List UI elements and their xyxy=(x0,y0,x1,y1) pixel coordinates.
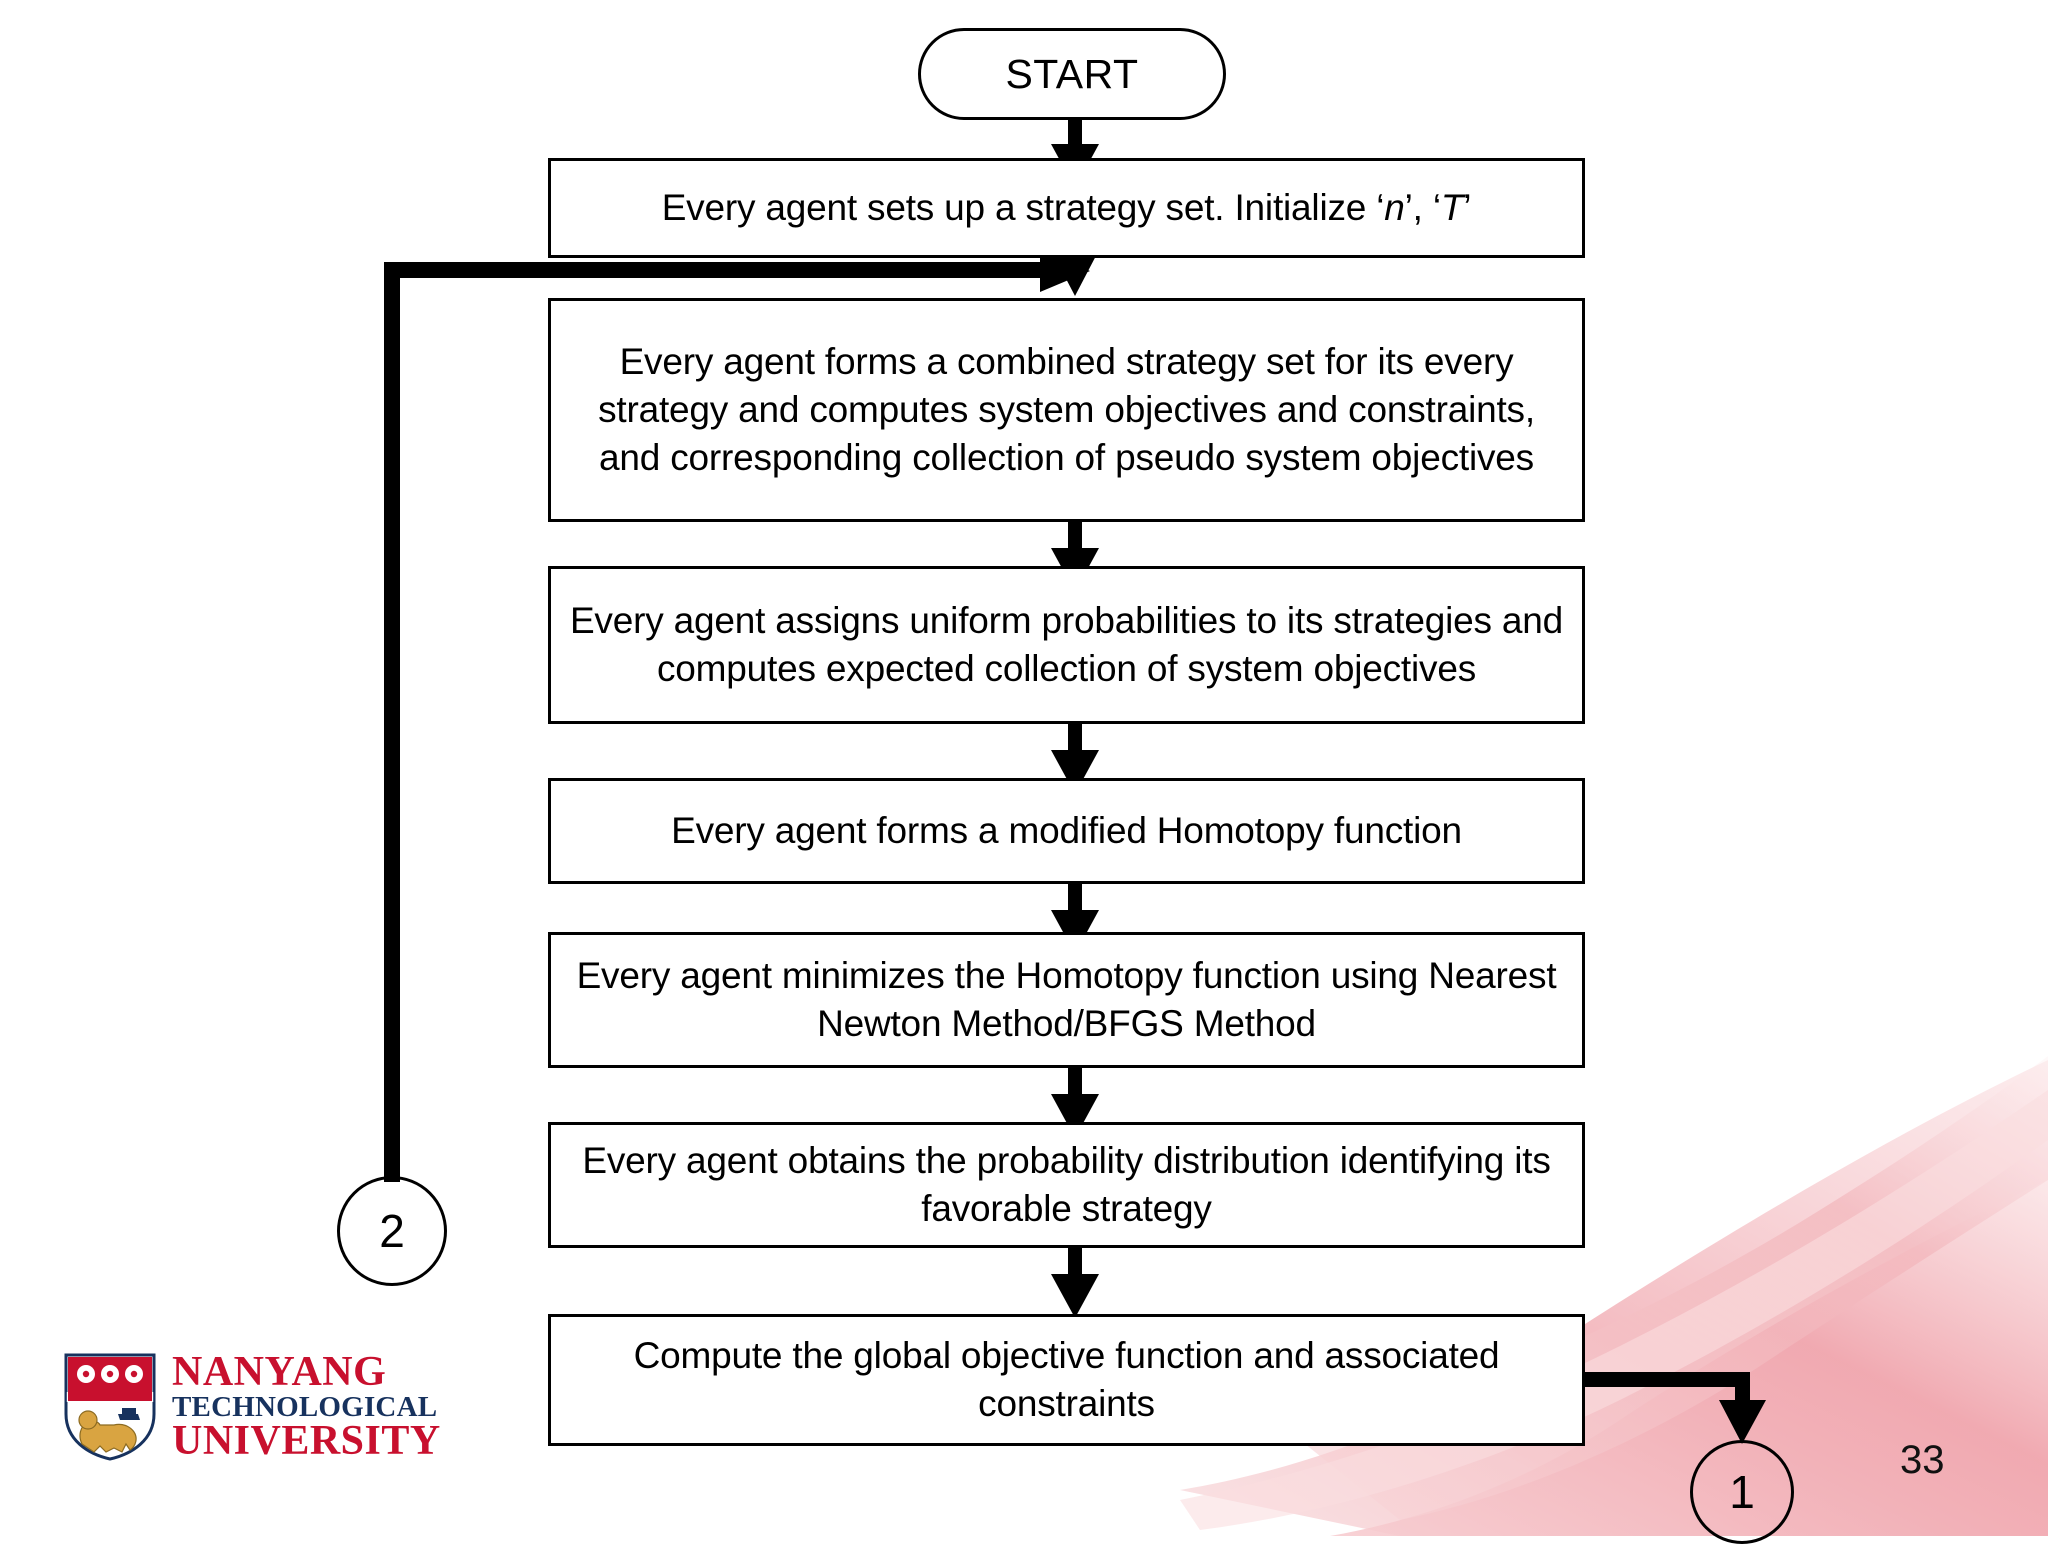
ntu-crest-icon xyxy=(64,1353,156,1461)
step1-var-n: n xyxy=(1384,186,1405,228)
page-number: 33 xyxy=(1900,1438,1945,1482)
ntu-logo-line2: TECHNOLOGICAL xyxy=(172,1390,438,1423)
process-box-step4-label: Every agent forms a modified Homotopy fu… xyxy=(671,809,1462,851)
ntu-logo-line1: NANYANG xyxy=(172,1349,387,1396)
step1-middle: ’, ‘ xyxy=(1404,186,1441,228)
process-box-step6-label: Every agent obtains the probability dist… xyxy=(582,1139,1551,1229)
process-box-step2[interactable]: Every agent forms a combined strategy se… xyxy=(548,298,1585,522)
ntu-logo: NANYANG TECHNOLOGICAL UNIVERSITY xyxy=(62,1349,441,1465)
process-box-step1[interactable]: Every agent sets up a strategy set. Init… xyxy=(548,158,1585,258)
process-box-step2-label: Every agent forms a combined strategy se… xyxy=(598,340,1535,479)
step1-suffix: ’ xyxy=(1463,186,1472,228)
process-box-step7-label: Compute the global objective function an… xyxy=(633,1334,1500,1424)
process-box-step6[interactable]: Every agent obtains the probability dist… xyxy=(548,1122,1585,1248)
start-node-label: START xyxy=(1005,50,1139,97)
step1-prefix: Every agent sets up a strategy set. Init… xyxy=(661,186,1385,228)
connector-circle-2[interactable]: 2 xyxy=(337,1176,447,1286)
start-node[interactable]: START xyxy=(918,28,1226,120)
process-box-step3[interactable]: Every agent assigns uniform probabilitie… xyxy=(548,566,1585,724)
process-box-step3-label: Every agent assigns uniform probabilitie… xyxy=(569,599,1564,689)
step1-var-t: T xyxy=(1440,186,1464,228)
process-box-step5-label: Every agent minimizes the Homotopy funct… xyxy=(576,954,1557,1044)
ntu-logo-wordmark: NANYANG TECHNOLOGICAL UNIVERSITY xyxy=(172,1349,441,1465)
process-box-step7[interactable]: Compute the global objective function an… xyxy=(548,1314,1585,1446)
process-box-step4[interactable]: Every agent forms a modified Homotopy fu… xyxy=(548,778,1585,884)
ntu-logo-line3: UNIVERSITY xyxy=(172,1418,441,1465)
process-box-step1-label: Every agent sets up a strategy set. Init… xyxy=(567,184,1566,232)
process-box-step5[interactable]: Every agent minimizes the Homotopy funct… xyxy=(548,932,1585,1068)
connector-circle-1-label: 1 xyxy=(1729,1466,1755,1518)
connector-circle-2-label: 2 xyxy=(379,1205,405,1257)
connector-circle-1[interactable]: 1 xyxy=(1690,1440,1794,1544)
